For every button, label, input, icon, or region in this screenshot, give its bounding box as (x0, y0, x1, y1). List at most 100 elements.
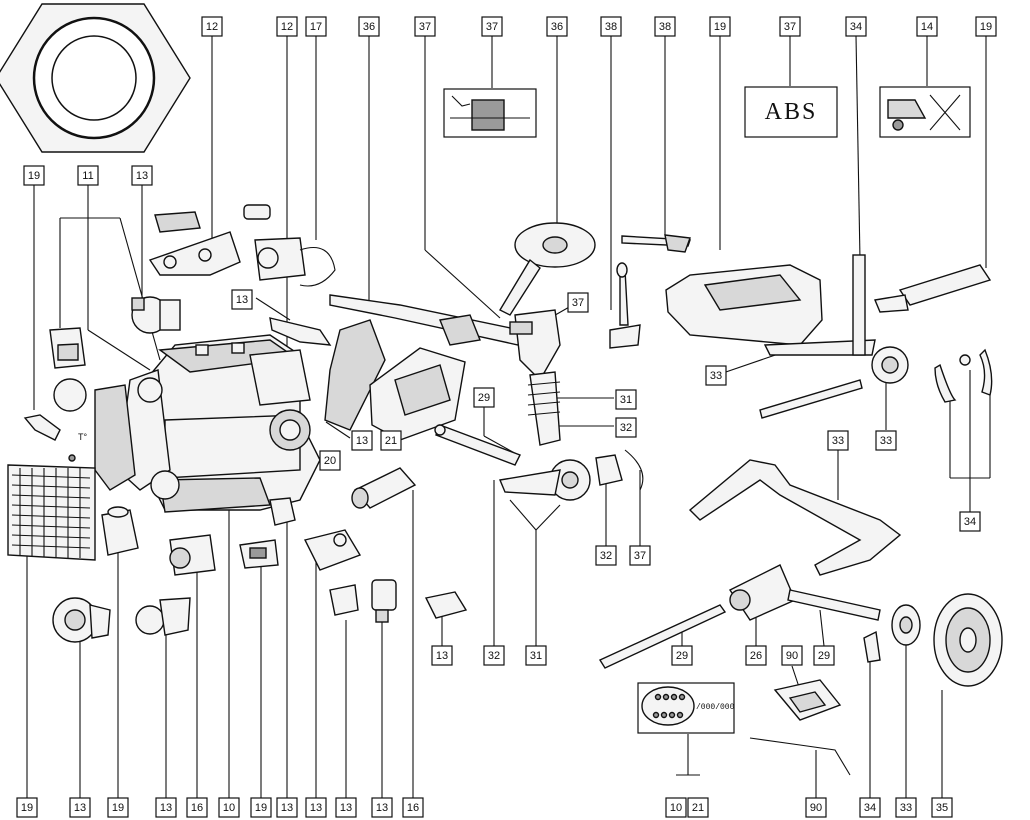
callout-box (473, 387, 495, 408)
callout-37: 37 (779, 16, 801, 37)
callout-box (745, 645, 767, 666)
alternator-bracket (135, 597, 191, 636)
callout-37: 37 (414, 16, 436, 37)
callout-19: 19 (23, 165, 45, 186)
callout-number: 32 (600, 550, 612, 562)
callout-number: 14 (921, 21, 933, 33)
callout-number: 19 (112, 802, 124, 814)
callout-number: 37 (634, 550, 646, 562)
callout-number: 13 (136, 170, 148, 182)
callout-number: 10 (670, 802, 682, 814)
callout-number: 13 (310, 802, 322, 814)
callout-box (155, 797, 177, 818)
callout-box (600, 16, 622, 37)
identification-plate: /000/000 (637, 682, 735, 734)
callout-box (186, 797, 208, 818)
callout-number: 26 (750, 650, 762, 662)
callout-number: 33 (900, 802, 912, 814)
callout-number: 10 (223, 802, 235, 814)
callout-29: 29 (813, 645, 835, 666)
fuel-tank (665, 264, 823, 346)
callout-32: 32 (483, 645, 505, 666)
rear-suspension-arm (688, 459, 902, 576)
front-hub (499, 459, 591, 501)
callout-box (781, 645, 803, 666)
pump-component (131, 296, 181, 334)
abs-sensor (624, 449, 644, 491)
callout-13: 13 (305, 797, 327, 818)
callout-number: 13 (74, 802, 86, 814)
callout-box (875, 430, 897, 451)
callout-33: 33 (895, 797, 917, 818)
callout-box (705, 365, 727, 386)
steering-wheel (499, 222, 596, 316)
callout-number: 13 (436, 650, 448, 662)
towing-symbol-panel (879, 86, 971, 138)
callout-11: 11 (77, 165, 99, 186)
fuel-pump (329, 584, 359, 616)
ignition-wires (243, 204, 336, 287)
callout-number: 31 (530, 650, 542, 662)
callout-box (16, 797, 38, 818)
starter-solenoid (351, 467, 417, 509)
callout-10: 10 (218, 797, 240, 818)
callout-box (201, 16, 223, 37)
callout-number: 19 (714, 21, 726, 33)
drive-shaft-left (434, 424, 521, 466)
callout-number: 21 (692, 802, 704, 814)
callout-number: 16 (407, 802, 419, 814)
gear-lever (609, 262, 641, 349)
leader-lines (26, 35, 991, 798)
callout-box (654, 16, 676, 37)
callout-34: 34 (845, 16, 867, 37)
callout-number: 33 (832, 435, 844, 447)
callout-box (380, 430, 402, 451)
rear-axle (759, 254, 909, 419)
injection-pump (303, 529, 362, 571)
callout-number: 12 (281, 21, 293, 33)
callout-number: 36 (551, 21, 563, 33)
relay-block (424, 591, 468, 619)
callout-number: 19 (21, 802, 33, 814)
callout-number: 37 (572, 297, 584, 309)
car-jack (773, 679, 842, 721)
water-pump (52, 597, 111, 643)
callout-21: 21 (687, 797, 709, 818)
thermostat-housing (49, 327, 87, 412)
callout-box (107, 797, 129, 818)
callout-box (358, 16, 380, 37)
callout-box (218, 797, 240, 818)
callout-number: 12 (206, 21, 218, 33)
callout-33: 33 (827, 430, 849, 451)
callout-box (546, 16, 568, 37)
callout-33: 33 (705, 365, 727, 386)
callout-16: 16 (186, 797, 208, 818)
callout-box (23, 165, 45, 186)
engine-assembly (94, 334, 321, 513)
air-intake-hose (269, 317, 386, 431)
callout-box (414, 16, 436, 37)
callout-13: 13 (276, 797, 298, 818)
callout-number: 90 (810, 802, 822, 814)
callout-box (402, 797, 424, 818)
callout-number: 90 (786, 650, 798, 662)
callout-number: 36 (363, 21, 375, 33)
callout-19: 19 (16, 797, 38, 818)
callout-number: 13 (356, 435, 368, 447)
callout-box (916, 16, 938, 37)
callout-box (351, 430, 373, 451)
callout-box (709, 16, 731, 37)
callout-13: 13 (335, 797, 357, 818)
expansion-tank (101, 506, 139, 556)
callout-21: 21 (380, 430, 402, 451)
shock-absorber (527, 371, 561, 446)
callout-box (276, 797, 298, 818)
callout-number: 38 (605, 21, 617, 33)
callout-number: 21 (385, 435, 397, 447)
temperature-label: T° (78, 432, 87, 442)
fuel-filter (371, 579, 397, 623)
callout-box (319, 450, 341, 471)
callout-13: 13 (431, 645, 453, 666)
callout-box (335, 797, 357, 818)
callout-box (276, 16, 298, 37)
